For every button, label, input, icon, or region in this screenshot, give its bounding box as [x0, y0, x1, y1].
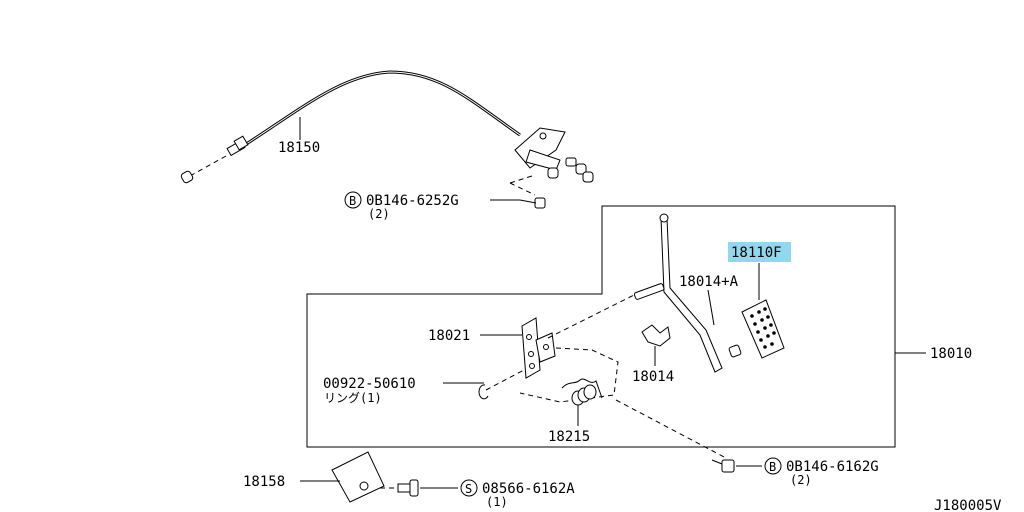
guide-line — [615, 399, 727, 459]
qty-bolt-lower: (2) — [790, 473, 812, 487]
guide-line — [519, 347, 619, 403]
stopper-screw[interactable] — [380, 479, 419, 497]
accelerator-wire[interactable] — [180, 70, 594, 184]
upper-bolt[interactable] — [509, 174, 546, 209]
screw-prefix: S — [465, 482, 472, 496]
label-18014-a[interactable]: 18014+A — [679, 274, 739, 290]
qty-screw: (1) — [486, 495, 508, 509]
ring-clip[interactable] — [478, 384, 489, 400]
label-18110f[interactable]: 18110F — [731, 245, 782, 261]
screw-marker-s — [460, 479, 478, 497]
bolt-marker-b-lower — [764, 457, 782, 475]
bolt-prefix-upper: B — [349, 194, 356, 208]
label-18021[interactable]: 18021 — [428, 328, 470, 344]
highlight-18110f — [728, 242, 791, 262]
bolt-marker-b-upper — [344, 191, 362, 209]
label-screw[interactable]: 08566-6162A — [482, 481, 575, 497]
label-18158[interactable]: 18158 — [243, 474, 285, 490]
label-ring-part[interactable]: 00922-50610 — [323, 376, 416, 392]
pedal-pad[interactable] — [741, 299, 785, 359]
diagram-id: J180005V — [934, 498, 1002, 512]
assembly-boundary — [306, 205, 896, 448]
label-bolt-lower[interactable]: 0B146-6162G — [786, 459, 879, 475]
label-18010[interactable]: 18010 — [930, 346, 972, 362]
return-spring[interactable] — [561, 378, 603, 406]
guide-line — [547, 293, 637, 339]
pedal-lever[interactable] — [633, 213, 742, 373]
guide-line — [485, 369, 525, 391]
label-ring-desc: リング(1) — [324, 391, 382, 405]
label-bolt-upper[interactable]: 0B146-6252G — [366, 193, 459, 209]
label-18014[interactable]: 18014 — [632, 369, 674, 385]
pedal-bracket[interactable] — [521, 317, 556, 379]
label-18150[interactable]: 18150 — [278, 140, 320, 156]
qty-bolt-upper: (2) — [368, 207, 390, 221]
pedal-stopper[interactable] — [331, 451, 385, 503]
bolt-prefix-lower: B — [769, 460, 776, 474]
bushing[interactable] — [641, 324, 671, 347]
lower-bolt[interactable] — [711, 459, 735, 473]
label-18215[interactable]: 18215 — [548, 429, 590, 445]
